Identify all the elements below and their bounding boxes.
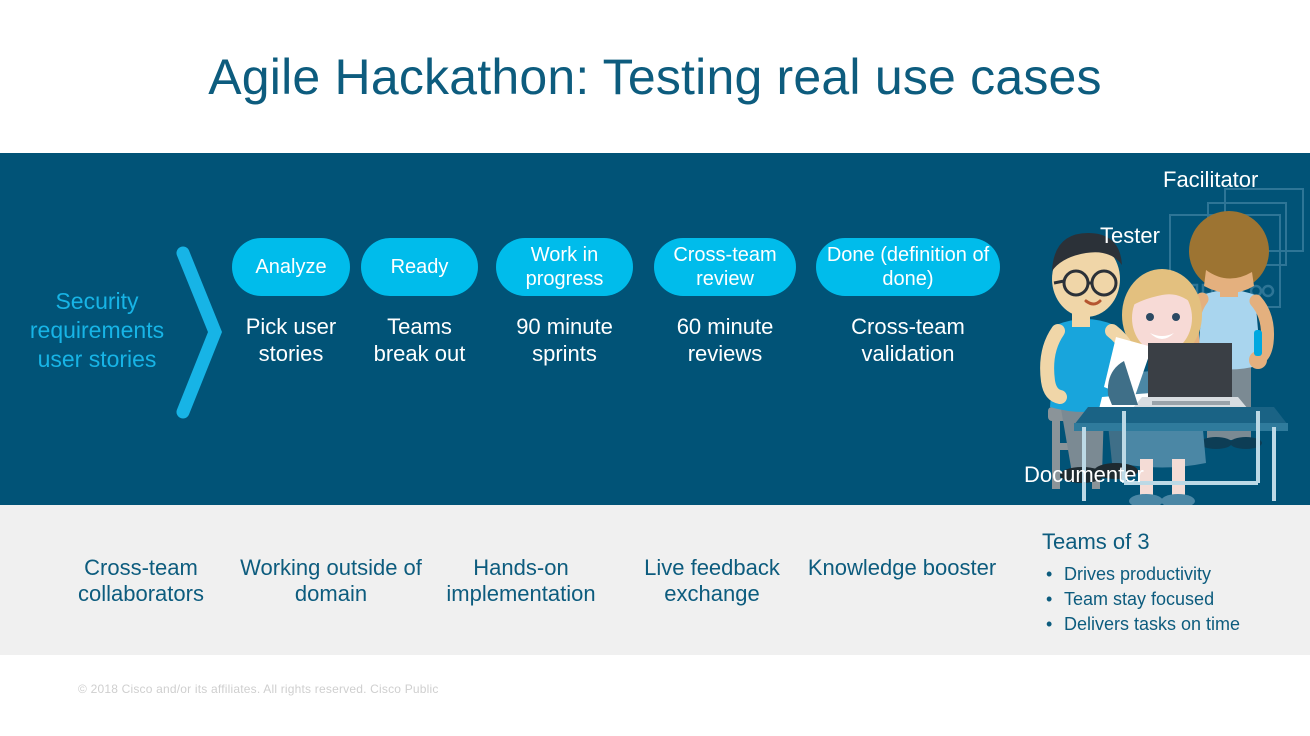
stage-done[interactable]: Done (definition of done) Cross-team val… — [816, 238, 1000, 367]
stage-sub-label: 90 minute sprints — [516, 314, 613, 366]
teams-of-3-block: Teams of 3 • Drives productivity • Team … — [1042, 529, 1302, 637]
list-item: • Delivers tasks on time — [1042, 612, 1302, 637]
list-item-label: Team stay focused — [1064, 589, 1215, 609]
stage-pill-label: Work in progress — [496, 238, 633, 296]
stage-sub-label: 60 minute reviews — [676, 314, 774, 366]
stage-row: Analyze Pick user stories Ready Teams br… — [0, 153, 1310, 505]
bullet-icon: • — [1046, 614, 1053, 634]
benefit-knowledge-booster: Knowledge booster — [807, 555, 997, 580]
benefits-band — [0, 505, 1310, 655]
role-label-facilitator: Facilitator — [1163, 167, 1259, 192]
process-band: Security requirements user stories Analy… — [0, 153, 1310, 505]
stage-ready[interactable]: Ready Teams break out — [361, 238, 478, 367]
stage-analyze[interactable]: Analyze Pick user stories — [232, 238, 350, 367]
stage-pill-label: Ready — [361, 238, 478, 296]
security-requirements-label: Security requirements user stories — [29, 288, 165, 372]
list-item: • Team stay focused — [1042, 587, 1302, 612]
footer: © 2018 Cisco and/or its affiliates. All … — [0, 655, 1310, 736]
stage-cross-team-review[interactable]: Cross-team review 60 minute reviews — [654, 238, 796, 367]
stage-pill-label: Analyze — [232, 238, 350, 296]
benefit-live-feedback-exchange: Live feedback exchange — [644, 555, 780, 606]
bullet-icon: • — [1046, 564, 1053, 584]
bullet-icon: • — [1046, 589, 1053, 609]
desk — [1074, 343, 1288, 501]
list-item-label: Delivers tasks on time — [1064, 614, 1241, 634]
stage-work-in-progress[interactable]: Work in progress 90 minute sprints — [496, 238, 633, 367]
role-label-documenter: Documenter — [1024, 462, 1144, 487]
title-area: Agile Hackathon: Testing real use cases — [0, 0, 1310, 153]
list-item-label: Drives productivity — [1064, 564, 1212, 584]
stage-sub-label: Cross-team validation — [851, 314, 965, 366]
chevron-right-icon — [175, 245, 225, 420]
benefit-working-outside-of-domain: Working outside of domain — [240, 555, 422, 606]
copyright-text: © 2018 Cisco and/or its affiliates. All … — [78, 682, 439, 696]
teams-of-3-title: Teams of 3 — [1042, 529, 1150, 554]
stage-sub-label: Pick user stories — [245, 314, 337, 366]
stage-pill-label: Cross-team review — [654, 238, 796, 296]
page-title: Agile Hackathon: Testing real use cases — [208, 48, 1102, 105]
stage-pill-label: Done (definition of done) — [816, 238, 1000, 296]
role-label-tester: Tester — [1100, 223, 1160, 248]
stage-sub-label: Teams break out — [373, 314, 466, 366]
teams-benefit-list: • Drives productivity • Team stay focuse… — [1042, 562, 1302, 637]
benefit-hands-on-implementation: Hands-on implementation — [446, 555, 596, 606]
benefit-cross-team-collaborators: Cross-team collaborators — [78, 555, 204, 606]
team-illustration — [1020, 175, 1310, 505]
list-item: • Drives productivity — [1042, 562, 1302, 587]
